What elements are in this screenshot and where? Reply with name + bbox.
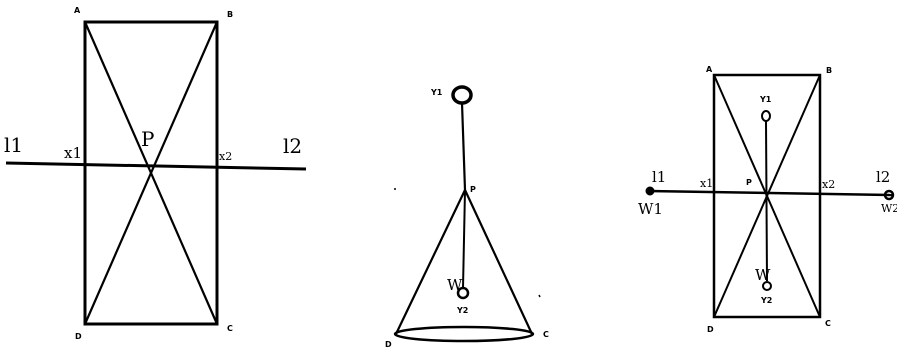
fig2-vertical-rod-lower: [462, 189, 466, 289]
fig1-label-c: C: [227, 324, 233, 333]
fig3-label-b: B: [826, 66, 832, 75]
fig1-label-x2: x2: [219, 150, 232, 163]
fig3-bottom-node-ring: [762, 281, 772, 291]
fig3-label-l2: l2: [876, 168, 890, 186]
fig3-label-w: W: [755, 266, 771, 284]
fig1-label-p: P: [141, 127, 154, 151]
fig2-bottom-node-ring: [456, 286, 470, 300]
figure-2-cone-diagram: Y1 P W Y2 D C: [385, 85, 549, 349]
fig3-label-x1: x1: [700, 177, 713, 190]
fig1-diagonal-bd: [83, 21, 219, 325]
fig2-label-y2: Y2: [456, 306, 468, 315]
fig3-label-x2: x2: [822, 178, 835, 191]
fig3-label-y2: Y2: [760, 296, 772, 305]
fig1-rectangle: [83, 20, 219, 326]
fig3-horizontal-line: [647, 189, 893, 197]
fig2-vertical-rod-upper: [460, 102, 467, 191]
fig2-cone-base: [393, 325, 535, 343]
fig3-label-y1: Y1: [759, 95, 772, 104]
fig2-label-c: C: [543, 330, 549, 339]
fig1-label-a: A: [74, 6, 81, 15]
fig3-label-d: D: [707, 325, 714, 334]
fig2-label-p: P: [470, 185, 476, 194]
fig2-top-node-ring: [451, 85, 473, 105]
fig1-horizontal-line: [5, 161, 307, 171]
fig2-label-y1: Y1: [430, 88, 443, 97]
fig1-label-l2: l2: [283, 134, 302, 158]
fig3-label-a: A: [706, 65, 713, 74]
fig3-label-w2: W2: [881, 202, 897, 215]
fig3-label-w1: W1: [638, 200, 663, 218]
figure-1-rectangle-diagram: A B C D P l1 l2 x1 x2: [4, 6, 307, 341]
fig3-label-c: C: [825, 319, 831, 328]
fig2-label-w: W: [447, 276, 463, 294]
figure-3-combined-diagram: A B C D P Y1 Y2 W l1 l2 x1 x2 W1 W2: [638, 65, 897, 334]
fig1-label-x1: x1: [64, 144, 82, 162]
fig1-label-d: D: [75, 332, 82, 341]
fig1-label-b: B: [227, 10, 233, 19]
fig3-top-node-ring: [761, 110, 771, 122]
fig1-label-l1: l1: [4, 133, 23, 157]
fig3-label-p: P: [746, 178, 752, 187]
fig2-stray-mark-right: [538, 294, 541, 298]
fig2-label-d: D: [385, 340, 392, 349]
fig3-end-weight-left: [645, 186, 655, 196]
fig2-cone-right-edge: [464, 189, 533, 335]
fig3-label-l1: l1: [652, 168, 666, 186]
fig3-rectangle: [712, 73, 822, 319]
fig3-vertical-rod: [765, 120, 768, 282]
fig2-cone-left-edge: [395, 189, 466, 335]
fig3-end-weight-right: [883, 189, 895, 201]
